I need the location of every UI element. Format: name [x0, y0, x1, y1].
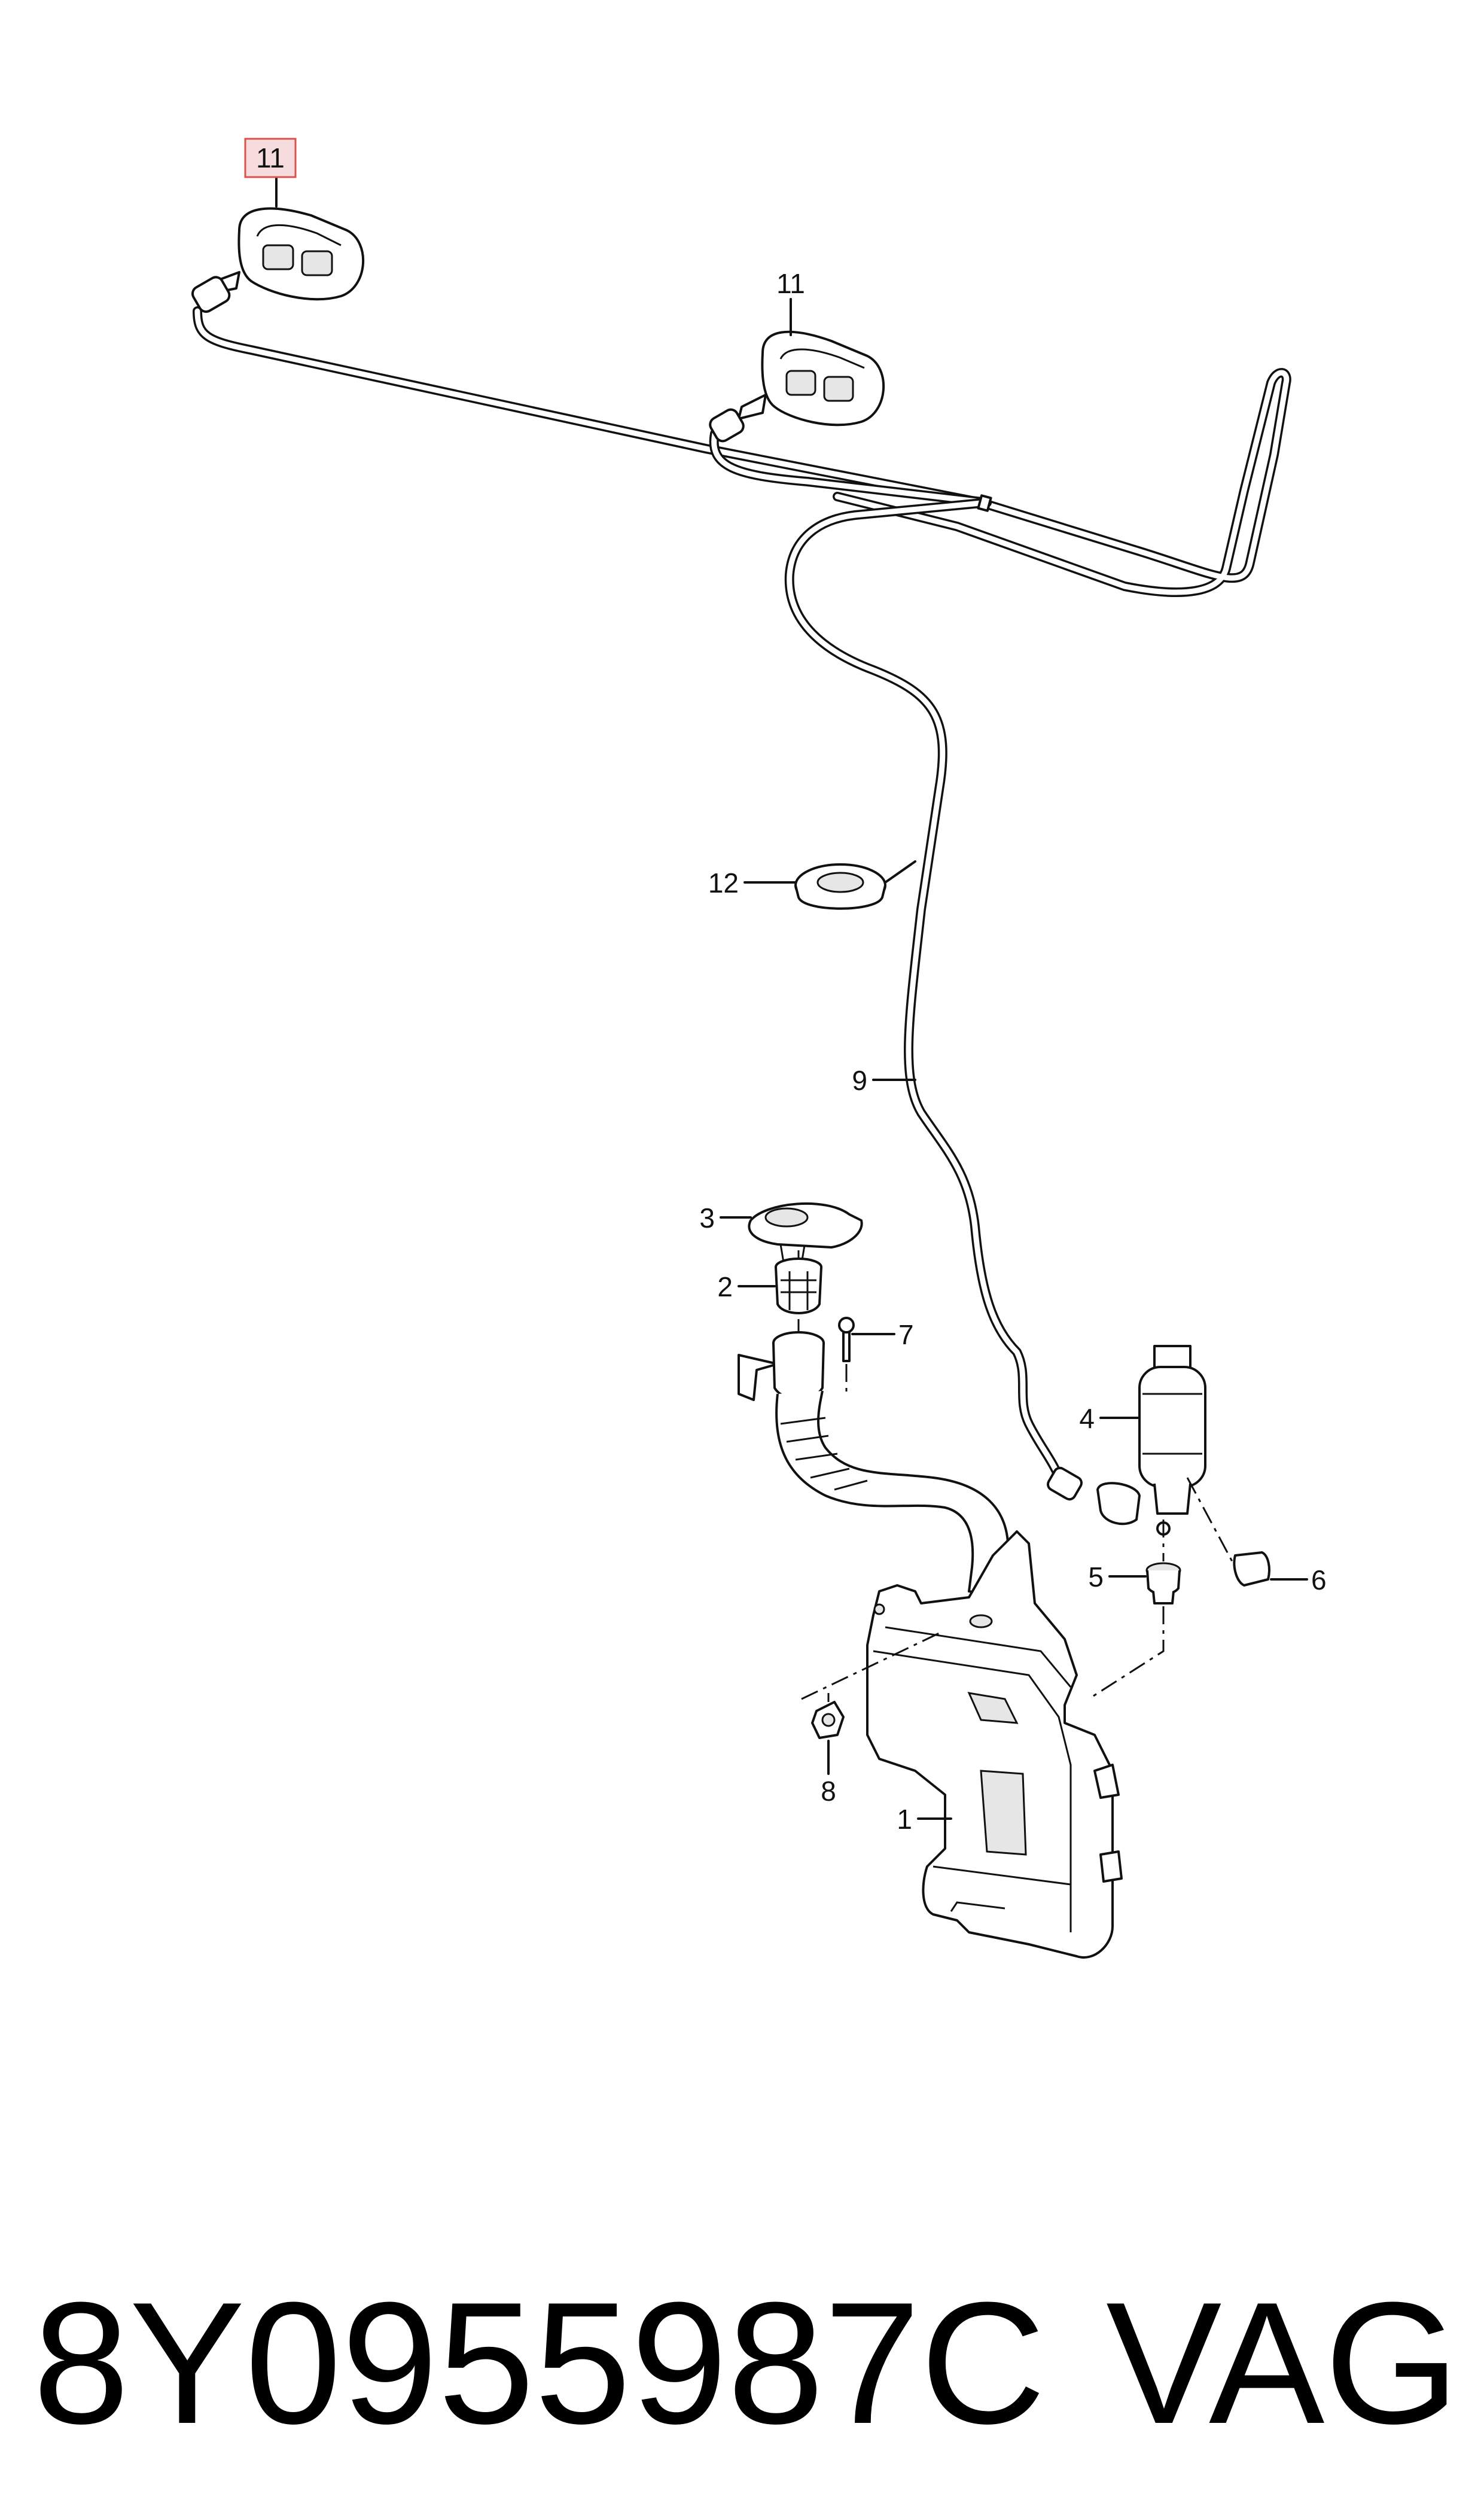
nozzle-right [709, 330, 885, 443]
strainer-2 [775, 1258, 822, 1314]
filler-cap-3 [748, 1202, 863, 1265]
brand-label: VAG [1106, 2266, 1459, 2460]
callout-11-highlight-box [244, 138, 297, 178]
callout-12: 12 [708, 867, 739, 899]
callout-6: 6 [1311, 1564, 1327, 1596]
part-number: 8Y0955987C [33, 2266, 1046, 2460]
callout-8: 8 [821, 1776, 836, 1807]
hose-lines [193, 306, 1291, 1488]
callout-labels: 11 11 12 9 3 2 7 4 5 6 8 1 [244, 138, 1327, 1835]
grommet-12 [794, 863, 886, 910]
callout-7: 7 [898, 1319, 914, 1350]
callout-4: 4 [1079, 1403, 1095, 1434]
filler-neck [738, 1317, 1010, 1599]
assembly-lines [797, 1250, 1233, 1702]
sensor-6 [1233, 1551, 1270, 1587]
washer-pump-4 [1047, 1345, 1206, 1536]
washer-reservoir-1 [866, 1530, 1123, 1959]
callout-11-highlighted: 11 [256, 142, 285, 173]
nut-8 [811, 1701, 845, 1739]
grommet-5 [1145, 1562, 1181, 1604]
callout-5: 5 [1088, 1561, 1104, 1593]
leader-lines [275, 177, 1308, 1820]
callout-9: 9 [852, 1065, 867, 1096]
nozzle-left [191, 207, 365, 313]
callout-3: 3 [699, 1202, 715, 1234]
callout-2: 2 [717, 1271, 733, 1302]
footer: 8Y0955987C VAG [33, 2266, 1459, 2460]
callout-11: 11 [776, 268, 805, 299]
callout-1: 1 [897, 1804, 912, 1835]
